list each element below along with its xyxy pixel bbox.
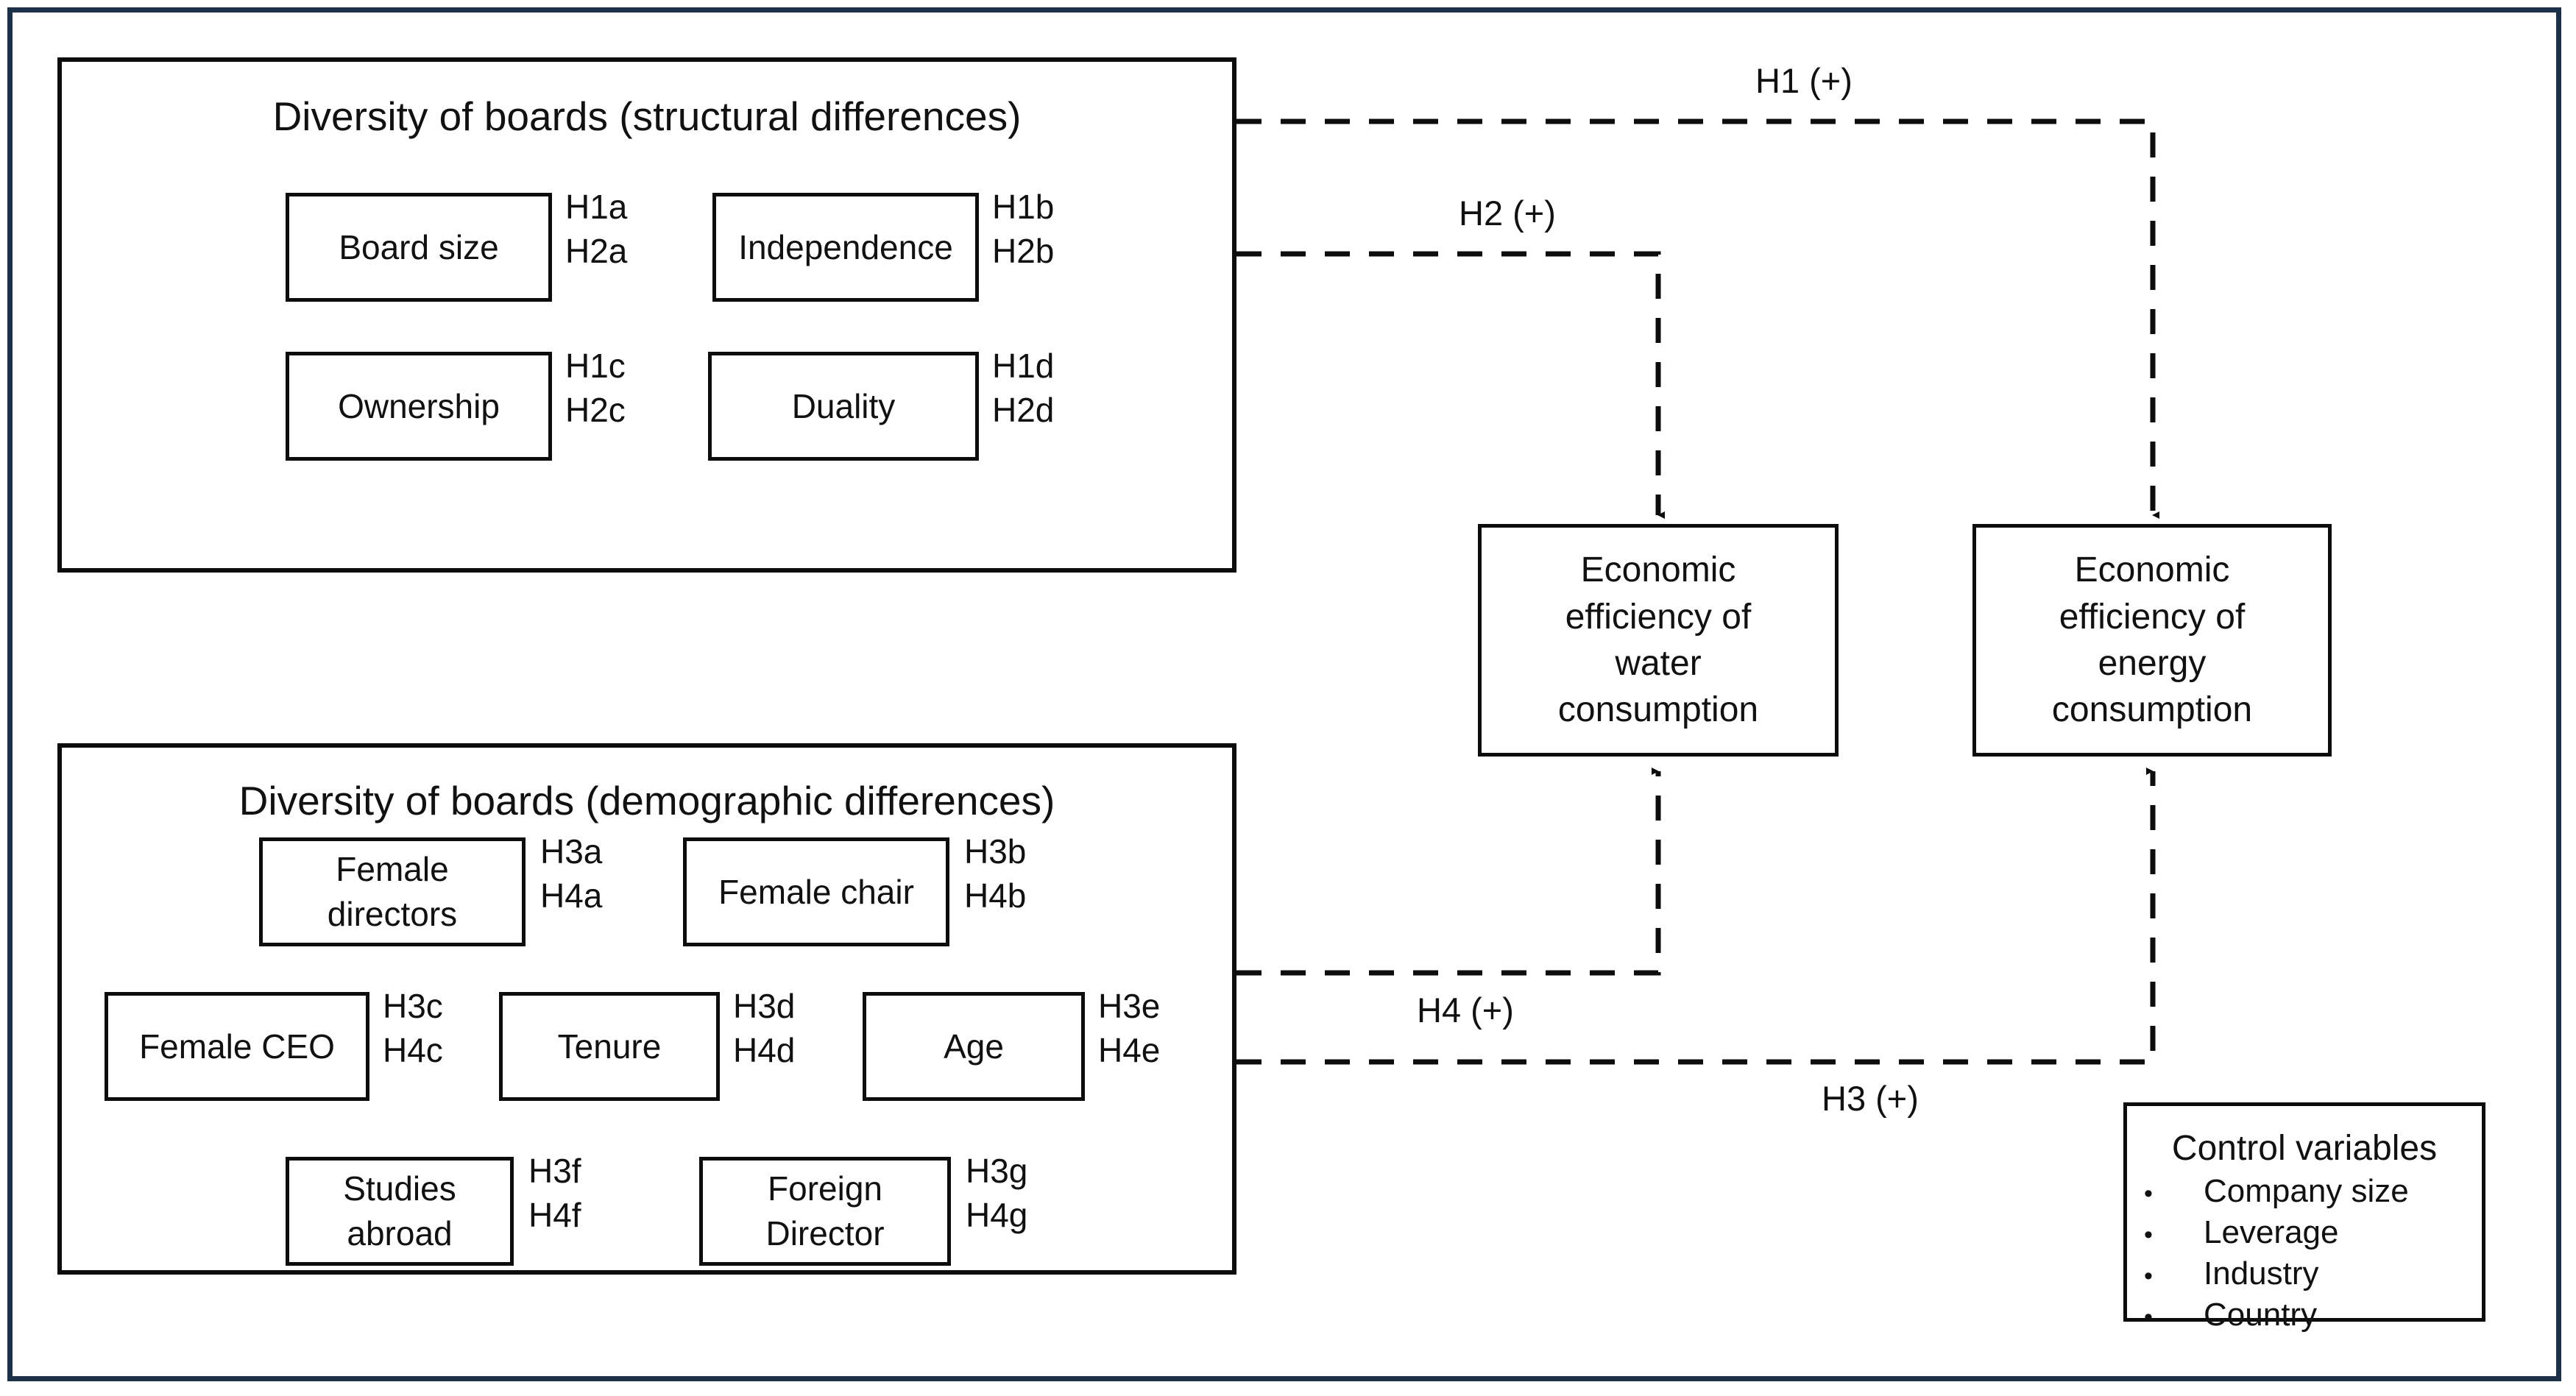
hypothesis-labels-age: H3e H4e [1098, 985, 1160, 1073]
construct-box-independence[interactable]: Independence [712, 193, 979, 302]
construct-label: Female CEO [139, 1027, 335, 1066]
construct-label: Female chair [718, 872, 914, 911]
hypothesis-labels-board-size: H1a H2a [565, 185, 627, 274]
hypothesis-top: H3e [1098, 987, 1161, 1025]
construct-label: Duality [791, 386, 896, 425]
hypothesis-top: H1c [565, 347, 626, 385]
control-variables-title: Control variables [2171, 1129, 2438, 1168]
list-item: • Leverage [2127, 1214, 2482, 1251]
list-item: • Industry [2127, 1255, 2482, 1292]
hypothesis-top: H3d [733, 987, 796, 1025]
bullet-icon: • [2144, 1180, 2153, 1208]
construct-box-female-directors[interactable]: Female directors [259, 837, 526, 946]
construct-label: Independence [738, 227, 953, 266]
outer-frame [7, 7, 2561, 1381]
control-variable-label: Industry [2204, 1255, 2319, 1292]
outcome-label: Economic efficiency of water consumption [1557, 550, 1759, 730]
control-variables-list: • Company size • Leverage • Industry • C… [2127, 1173, 2482, 1333]
hypothesis-labels-female-directors: H3a H4a [540, 830, 602, 918]
hypothesis-top: H3f [528, 1152, 581, 1190]
construct-box-duality[interactable]: Duality [708, 352, 979, 461]
construct-box-studies-abroad[interactable]: Studies abroad [286, 1157, 514, 1266]
construct-label: Board size [339, 227, 499, 266]
control-variables-card: Control variables • Company size • Lever… [2123, 1102, 2485, 1333]
hypothesis-top: H1d [992, 347, 1055, 385]
hypothesis-labels-female-chair: H3b H4b [964, 830, 1026, 918]
construct-label: Age [944, 1027, 1004, 1066]
hypothesis-bottom: H4e [1098, 1030, 1161, 1069]
hypothesis-top: H3b [964, 832, 1027, 871]
hypothesis-top: H1b [992, 188, 1055, 226]
construct-label: Ownership [338, 386, 500, 425]
list-item: • Company size [2127, 1173, 2482, 1210]
panel-structural-title: Diversity of boards (structural differen… [272, 93, 1022, 139]
hypothesis-labels-female-ceo: H3c H4c [383, 985, 443, 1073]
hypothesis-bottom: H2b [992, 231, 1055, 270]
bullet-icon: • [2144, 1221, 2153, 1249]
edge-label-h3: H3 (+) [1822, 1079, 1919, 1118]
construct-label: Female directors [327, 850, 458, 933]
hypothesis-bottom: H4c [383, 1030, 443, 1069]
control-variable-label: Country [2204, 1297, 2318, 1333]
hypothesis-labels-ownership: H1c H2c [565, 344, 626, 433]
hypothesis-top: H3a [540, 832, 603, 871]
hypothesis-bottom: H2a [565, 231, 628, 270]
edge-label-h2: H2 (+) [1459, 194, 1556, 233]
bullet-icon: • [2144, 1303, 2153, 1331]
construct-box-ownership[interactable]: Ownership [286, 352, 552, 461]
list-item: • Country [2127, 1297, 2482, 1333]
hypothesis-bottom: H4f [528, 1195, 581, 1234]
panel-structural: Diversity of boards (structural differen… [57, 57, 1236, 573]
outcome-box-water[interactable]: Economic efficiency of water consumption [1478, 524, 1839, 757]
hypothesis-labels-independence: H1b H2b [992, 185, 1054, 274]
hypothesis-labels-duality: H1d H2d [992, 344, 1054, 433]
control-variable-label: Company size [2204, 1173, 2409, 1209]
construct-box-foreign-director[interactable]: Foreign Director [699, 1157, 951, 1266]
hypothesis-labels-foreign-director: H3g H4g [966, 1149, 1027, 1238]
construct-box-board-size[interactable]: Board size [286, 193, 552, 302]
control-variable-label: Leverage [2204, 1214, 2339, 1250]
hypothesis-top: H3c [383, 987, 443, 1025]
outcome-label: Economic efficiency of energy consumptio… [2051, 550, 2253, 730]
hypothesis-bottom: H2c [565, 390, 626, 429]
outcome-box-energy[interactable]: Economic efficiency of energy consumptio… [1972, 524, 2332, 757]
hypothesis-labels-tenure: H3d H4d [733, 985, 795, 1073]
hypothesis-bottom: H4g [966, 1195, 1028, 1234]
construct-box-female-ceo[interactable]: Female CEO [105, 992, 369, 1101]
panel-demographic-title: Diversity of boards (demographic differe… [238, 778, 1055, 823]
construct-box-tenure[interactable]: Tenure [499, 992, 720, 1101]
hypothesis-bottom: H4d [733, 1030, 796, 1069]
hypothesis-bottom: H4a [540, 876, 603, 915]
edge-label-h4: H4 (+) [1417, 991, 1514, 1030]
construct-label: Tenure [557, 1027, 662, 1066]
hypothesis-top: H3g [966, 1152, 1028, 1190]
hypothesis-labels-studies-abroad: H3f H4f [528, 1149, 581, 1238]
construct-box-age[interactable]: Age [863, 992, 1085, 1101]
hypothesis-bottom: H2d [992, 390, 1055, 429]
hypothesis-top: H1a [565, 188, 628, 226]
bullet-icon: • [2144, 1262, 2153, 1290]
construct-box-female-chair[interactable]: Female chair [683, 837, 949, 946]
edge-label-h1: H1 (+) [1755, 61, 1853, 100]
construct-label: Foreign Director [765, 1169, 885, 1252]
hypothesis-bottom: H4b [964, 876, 1027, 915]
construct-label: Studies abroad [343, 1169, 456, 1252]
